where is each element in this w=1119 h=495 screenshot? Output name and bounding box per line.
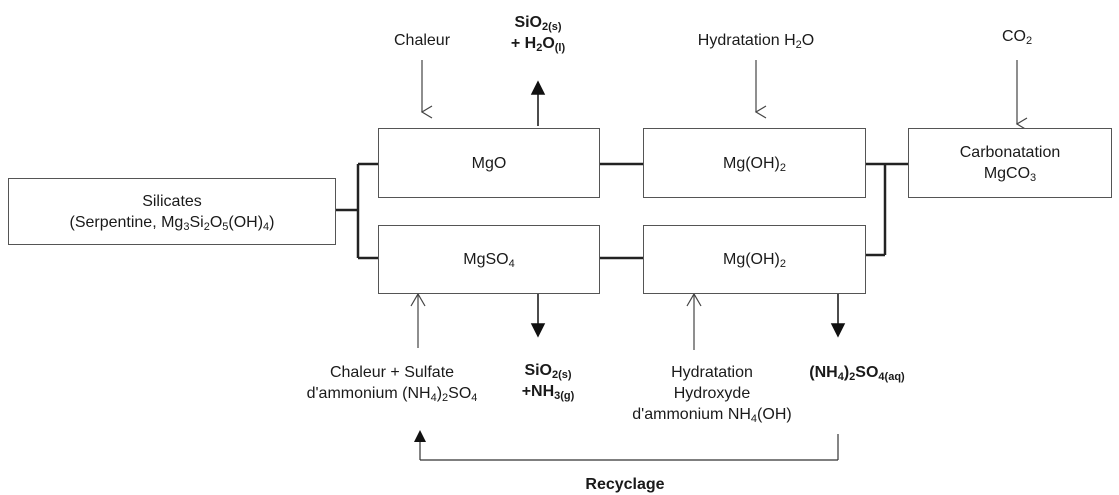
recycle-loop <box>419 434 839 461</box>
label-recyclage: Recyclage <box>585 476 665 493</box>
label-sio2-h2o: SiO2(s) + H2O(l) <box>510 14 566 54</box>
mgoh2-bottom-label: Mg(OH)2 <box>722 251 786 270</box>
box-mgoh2-top: Mg(OH)2 <box>643 128 866 198</box>
label-chaleur: Chaleur <box>393 32 451 49</box>
mgoh2-top-label: Mg(OH)2 <box>722 154 786 174</box>
mgco3-formula: MgCO3 <box>983 165 1037 184</box>
label-hydratation-h2o: Hydratation H2O <box>697 32 815 51</box>
box-carbonatation: Carbonatation MgCO3 <box>908 128 1112 198</box>
label-co2: CO2 <box>1001 28 1033 47</box>
box-mgo: MgO <box>378 128 600 198</box>
label-chaleur-sulfate: Chaleur + Sulfate d'ammonium (NH4)2SO4 <box>306 364 478 404</box>
box-mgoh2-bottom: Mg(OH)2 <box>643 225 866 294</box>
label-sio2-nh3: SiO2(s) +NH3(g) <box>521 362 575 402</box>
mgso4-label: MgSO4 <box>463 251 515 270</box>
box-silicates: Silicates (Serpentine, Mg3Si2O5(OH)4) <box>8 178 336 245</box>
silicates-formula: (Serpentine, Mg3Si2O5(OH)4) <box>69 213 275 233</box>
silicates-title: Silicates <box>142 192 202 210</box>
recycle-arrowhead <box>414 430 426 442</box>
carbonatation-title: Carbonatation <box>959 144 1061 161</box>
box-mgso4: MgSO4 <box>378 225 600 294</box>
label-nh4so4: (NH4)2SO4(aq) <box>809 364 905 383</box>
mgo-label: MgO <box>471 154 507 172</box>
label-hydratation-hydroxyde: Hydratation Hydroxyde d'ammonium NH4(OH) <box>632 364 792 425</box>
